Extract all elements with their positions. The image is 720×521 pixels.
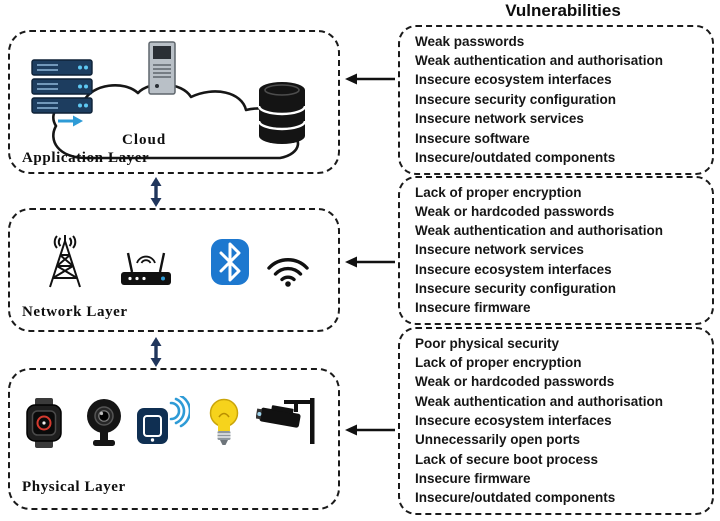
cctv-camera-icon	[256, 398, 318, 446]
vuln-item: Insecure/outdated components	[415, 150, 616, 166]
vuln-item: Weak or hardcoded passwords	[415, 374, 615, 390]
wifi-icon	[262, 246, 314, 288]
network-vulnerabilities-box: Lack of proper encryption Weak or hardco…	[398, 176, 714, 325]
application-vulns-arrow-icon	[343, 71, 397, 87]
network-layer-label: Network Layer	[22, 304, 128, 320]
server-rack-icon	[28, 58, 98, 120]
vuln-item: Unnecessarily open ports	[415, 432, 581, 448]
upload-arrow-icon	[56, 114, 84, 128]
cloud-label: Cloud	[122, 132, 167, 148]
cell-tower-icon	[40, 233, 90, 291]
vuln-item: Insecure firmware	[415, 300, 531, 316]
application-layer-label: Application Layer	[22, 150, 150, 166]
lightbulb-icon	[204, 396, 244, 450]
app-network-link-arrow-icon	[148, 177, 164, 207]
smartwatch-icon	[20, 398, 68, 448]
network-vulns-arrow-icon	[343, 254, 397, 270]
vuln-item: Weak passwords	[415, 33, 525, 49]
vuln-item: Weak or hardcoded passwords	[415, 203, 615, 219]
vuln-item: Insecure network services	[415, 242, 584, 258]
page-title: Vulnerabilities	[505, 1, 621, 20]
vuln-item: Poor physical security	[415, 335, 560, 351]
vuln-item: Insecure security configuration	[415, 91, 617, 107]
physical-layer-box	[8, 368, 340, 510]
vuln-item: Lack of proper encryption	[415, 354, 582, 370]
vuln-item: Insecure ecosystem interfaces	[415, 412, 612, 428]
vuln-item: Insecure firmware	[415, 470, 531, 486]
vuln-item: Insecure/outdated components	[415, 490, 616, 506]
vuln-item: Lack of proper encryption	[415, 184, 582, 200]
router-icon	[118, 248, 174, 290]
vuln-item: Insecure network services	[415, 111, 584, 127]
nfc-reader-icon	[134, 396, 190, 448]
vuln-item: Lack of secure boot process	[415, 451, 599, 467]
vuln-item: Weak authentication and authorisation	[415, 53, 664, 69]
vuln-item: Insecure ecosystem interfaces	[415, 261, 612, 277]
physical-layer-label: Physical Layer	[22, 479, 126, 495]
bluetooth-icon	[210, 238, 250, 286]
network-physical-link-arrow-icon	[148, 337, 164, 367]
vuln-item: Weak authentication and authorisation	[415, 223, 664, 239]
database-icon	[254, 80, 310, 146]
webcam-icon	[80, 396, 128, 450]
vuln-item: Insecure ecosystem interfaces	[415, 72, 612, 88]
application-vulnerabilities-box: Weak passwords Weak authentication and a…	[398, 25, 714, 175]
vuln-item: Insecure security configuration	[415, 280, 617, 296]
tower-server-icon	[142, 40, 182, 96]
physical-vulnerabilities-box: Poor physical security Lack of proper en…	[398, 327, 714, 515]
vuln-item: Insecure software	[415, 130, 530, 146]
physical-vulns-arrow-icon	[343, 422, 397, 438]
vuln-item: Weak authentication and authorisation	[415, 393, 664, 409]
